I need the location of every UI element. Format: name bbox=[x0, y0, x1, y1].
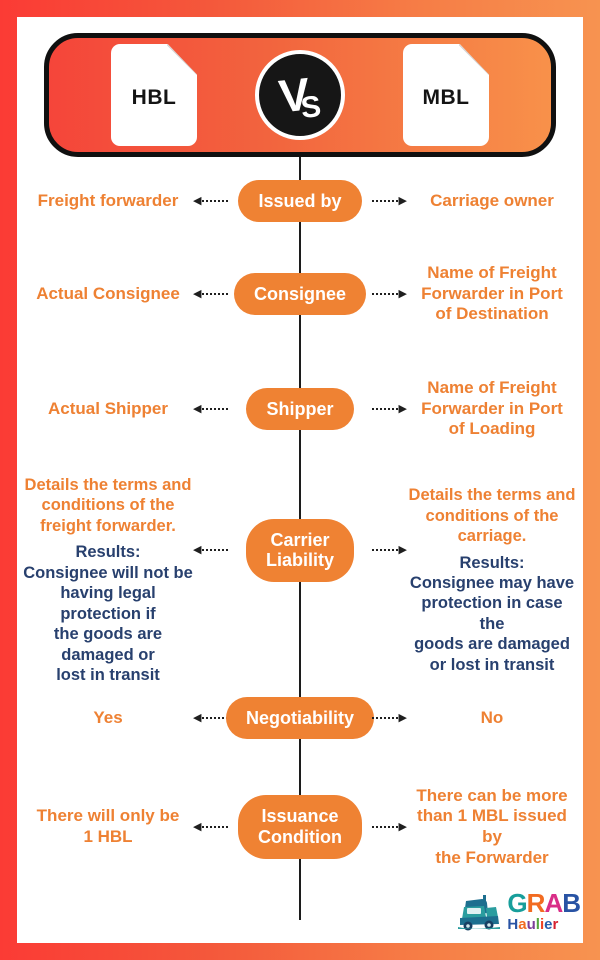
hbl-issuance-value: There will only be 1 HBL bbox=[36, 806, 180, 846]
hbl-carrier-liability-value: Details the terms and conditions of the … bbox=[23, 475, 193, 686]
row-issued-by: Freight forwarder ◀ Issued by ▶ Carriage… bbox=[17, 157, 583, 245]
hbl-document-icon: HBL bbox=[111, 44, 197, 146]
hbl-liability-summary: Details the terms and conditions of the … bbox=[24, 476, 192, 535]
dotted-line bbox=[202, 717, 228, 719]
arrowhead-right-icon: ▶ bbox=[398, 543, 407, 556]
arrowhead-right-icon: ▶ bbox=[398, 287, 407, 300]
infographic-board: HBL V S MBL Freight forwarder ◀ Issued b… bbox=[17, 17, 583, 943]
hbl-shipper-value: Actual Shipper bbox=[48, 398, 168, 418]
dotted-line bbox=[372, 826, 398, 828]
mbl-negotiability-value: No bbox=[480, 707, 504, 727]
row-shipper: Actual Shipper ◀ Shipper ▶ Name of Freig… bbox=[17, 343, 583, 475]
pill-issued-by: Issued by bbox=[238, 179, 362, 223]
mbl-results-title: Results: bbox=[459, 553, 525, 572]
mbl-issuance-value: There can be more than 1 MBL issued by t… bbox=[416, 785, 568, 867]
hbl-results-title: Results: bbox=[75, 543, 141, 562]
mbl-issued-by-value: Carriage owner bbox=[430, 190, 554, 210]
dotted-line bbox=[372, 408, 398, 410]
truck-icon bbox=[458, 894, 501, 930]
arrowhead-left-icon: ◀ bbox=[193, 543, 202, 556]
row-issuance-condition: There will only be 1 HBL ◀ Issuance Cond… bbox=[17, 756, 583, 898]
arrowhead-left-icon: ◀ bbox=[193, 194, 202, 207]
logo-brand-name: GRAB bbox=[507, 888, 581, 918]
arrow-left-icon: ◀ bbox=[193, 711, 229, 725]
hbl-issued-by-value: Freight forwarder bbox=[37, 190, 179, 210]
mbl-liability-summary: Details the terms and conditions of the … bbox=[408, 486, 576, 546]
row-consignee: Actual Consignee ◀ Consignee ▶ Name of F… bbox=[17, 245, 583, 343]
mbl-results-body: Consignee may have protection in case th… bbox=[409, 574, 575, 674]
arrow-left-icon: ◀ bbox=[193, 543, 229, 557]
arrowhead-right-icon: ▶ bbox=[398, 711, 407, 724]
pill-issuance-condition: Issuance Condition bbox=[238, 795, 362, 859]
header-banner: HBL V S MBL bbox=[44, 33, 556, 157]
arrow-right-icon: ▶ bbox=[371, 820, 407, 834]
comparison-rows: Freight forwarder ◀ Issued by ▶ Carriage… bbox=[17, 157, 583, 898]
arrowhead-left-icon: ◀ bbox=[193, 820, 202, 833]
arrow-left-icon: ◀ bbox=[193, 820, 229, 834]
mbl-label: MBL bbox=[422, 86, 470, 109]
hbl-negotiability-value: Yes bbox=[93, 707, 123, 727]
dotted-line bbox=[202, 408, 228, 410]
dotted-line bbox=[372, 717, 398, 719]
row-negotiability: Yes ◀ Negotiability ▶ No bbox=[17, 680, 583, 756]
pill-negotiability: Negotiability bbox=[226, 696, 375, 740]
dotted-line bbox=[202, 200, 228, 202]
vs-badge: V S bbox=[255, 50, 345, 140]
arrow-right-icon: ▶ bbox=[371, 287, 407, 301]
arrow-right-icon: ▶ bbox=[371, 402, 407, 416]
mbl-shipper-value: Name of Freight Forwarder in Port of Loa… bbox=[421, 377, 563, 439]
hbl-consignee-value: Actual Consignee bbox=[36, 283, 180, 303]
dotted-line bbox=[202, 826, 228, 828]
dotted-line bbox=[372, 200, 398, 202]
arrowhead-right-icon: ▶ bbox=[398, 194, 407, 207]
logo-text: GRAB Haulier bbox=[507, 888, 581, 933]
arrowhead-left-icon: ◀ bbox=[193, 711, 202, 724]
dotted-line bbox=[202, 549, 228, 552]
pill-consignee: Consignee bbox=[233, 272, 366, 316]
mbl-carrier-liability-value: Details the terms and conditions of the … bbox=[407, 485, 577, 675]
arrowhead-right-icon: ▶ bbox=[398, 820, 407, 833]
arrowhead-right-icon: ▶ bbox=[398, 402, 407, 415]
hbl-label: HBL bbox=[131, 86, 177, 109]
row-carrier-liability: Details the terms and conditions of the … bbox=[17, 475, 583, 684]
pill-carrier-liability: Carrier Liability bbox=[245, 518, 354, 582]
arrow-right-icon: ▶ bbox=[371, 711, 407, 725]
arrow-right-icon: ▶ bbox=[371, 194, 407, 208]
arrowhead-left-icon: ◀ bbox=[193, 287, 202, 300]
mbl-consignee-value: Name of Freight Forwarder in Port of Des… bbox=[421, 262, 563, 324]
grab-haulier-logo: GRAB Haulier bbox=[456, 888, 581, 933]
logo-sub-name: Haulier bbox=[507, 916, 559, 933]
arrow-left-icon: ◀ bbox=[193, 402, 229, 416]
dotted-line bbox=[202, 293, 228, 295]
hbl-results-body: Consignee will not be having legal prote… bbox=[23, 563, 193, 685]
mbl-document-icon: MBL bbox=[403, 44, 489, 146]
arrow-right-icon: ▶ bbox=[371, 543, 407, 557]
dotted-line bbox=[372, 549, 398, 552]
arrow-left-icon: ◀ bbox=[193, 194, 229, 208]
pill-shipper: Shipper bbox=[246, 387, 354, 431]
arrow-left-icon: ◀ bbox=[193, 287, 229, 301]
dotted-line bbox=[372, 293, 398, 295]
arrowhead-left-icon: ◀ bbox=[193, 402, 202, 415]
vs-letter-s: S bbox=[299, 90, 323, 125]
